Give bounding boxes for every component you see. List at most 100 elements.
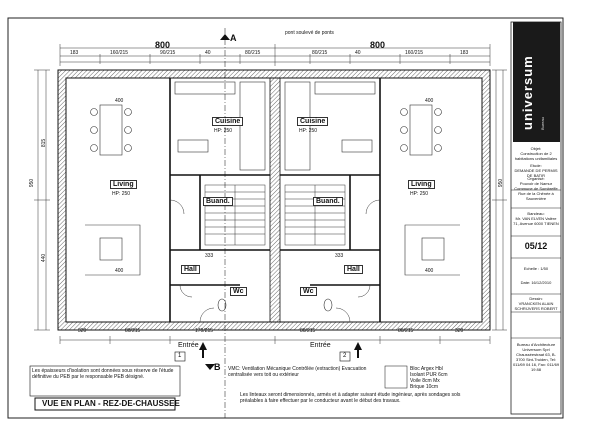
brand-block <box>513 22 560 142</box>
bottom-dim-4: 80/215 <box>300 328 316 334</box>
top-dim-11: 160/215 <box>405 50 424 56</box>
room-hall-right: Hall <box>344 265 363 274</box>
room-living-left: Living <box>110 180 137 189</box>
room-hall-left: Hall <box>181 265 200 274</box>
tb-sheet-number: 05/12 <box>524 241 548 251</box>
entree-unit-2: 2 <box>343 353 347 359</box>
top-dim-3: 90/215 <box>160 50 176 56</box>
tb-organise-label: Organisé: <box>527 176 545 181</box>
tb-verif-value: SCHRIJVERS ROBERT <box>514 306 558 311</box>
tb-etude-label: Etude: <box>530 163 542 168</box>
side-dim-left-3: 440 <box>41 253 48 263</box>
room-buand-right: Buand. <box>313 197 343 206</box>
tb-organise: Organisé: Pouvoir de Namur Commune de So… <box>512 176 560 201</box>
legend-item-4: Brique 10cm <box>410 384 439 390</box>
interior-dim-3: 400 <box>425 98 434 104</box>
top-dim-2: 160/215 <box>110 50 129 56</box>
door-swings <box>169 199 381 323</box>
tb-date: Date: 16/12/2010 <box>520 280 552 285</box>
section-marker-b: B <box>214 362 221 372</box>
note-frame-left <box>29 365 181 397</box>
tb-bandeau: Bandeau: Mr. VAN ELVEN Valère 71, Avenue… <box>512 211 560 226</box>
tb-objet-value: Construction de 2 habitations unifamilia… <box>514 151 558 161</box>
section-line <box>205 28 230 418</box>
kitchen-fittings <box>174 81 376 171</box>
note-vmc: VMC: Ventilation Mécanique Contrôlée (ex… <box>228 366 367 378</box>
legend-item-3: Voile 8cm Mx <box>410 378 440 384</box>
brand-subtitle: Bureau <box>540 117 545 130</box>
section-marker-a: A <box>230 33 237 43</box>
top-dim-12: 183 <box>460 50 469 56</box>
dining-table-left <box>90 104 132 156</box>
side-dim-left-2: 815 <box>41 138 48 148</box>
note-linteaux: Les linteaux seront dimensionnés, armés … <box>240 392 461 404</box>
staircase-left <box>204 184 266 246</box>
tb-office-addr: Chausséestraat 63, B-3700 Sint-Truiden, … <box>512 352 560 372</box>
tb-client: Mr. VAN ELVEN Valère <box>515 216 557 221</box>
wc-fixtures <box>217 298 333 312</box>
tb-organise-value: Pouvoir de Namur Commune de Sombreffe Ru… <box>514 181 558 201</box>
interior-dim-2: 400 <box>115 268 124 274</box>
room-tag-living-left: HP: 250 <box>112 191 131 197</box>
top-dim-5: 80/215 <box>245 50 261 56</box>
tb-objet-label: Objet: <box>530 146 542 151</box>
top-dim-1: 183 <box>70 50 79 56</box>
room-tag-cuisine-left: HP: 250 <box>214 128 233 134</box>
overall-width-right: 800 <box>370 40 386 50</box>
tb-client-addr: 71, Avenue 6000 TIENEN <box>513 221 559 226</box>
entree-label-1: Entrée <box>178 342 199 349</box>
living-furniture <box>85 224 460 276</box>
room-cuisine-left: Cuisine <box>212 117 244 126</box>
brand-logo-text: universum <box>520 55 535 130</box>
drawing-title: VUE EN PLAN - REZ-DE-CHAUSSEE <box>42 399 180 408</box>
bottom-dim-1: 320 <box>78 328 87 334</box>
top-dim-4: 40 <box>205 50 211 56</box>
tb-dessin-value: VRANCKEN ALAIN <box>518 301 554 306</box>
bottom-dimension-lines <box>59 336 491 344</box>
legend-frame <box>384 365 408 389</box>
legend-list: Bloc Argex Hbl Isolant PUR 6cm Voile 8cm… <box>410 366 470 390</box>
tb-dessin: Dessin: VRANCKEN ALAIN SCHRIJVERS ROBERT <box>512 296 560 311</box>
bottom-dim-7: 320 <box>455 328 464 334</box>
side-dim-left: 950 <box>29 178 36 188</box>
sheet-border <box>7 17 564 419</box>
interior-dim-5: 333 <box>205 253 214 259</box>
staircase-right <box>284 184 346 246</box>
tb-dessin-label: Dessin: <box>529 296 543 301</box>
bottom-dim-2: 80/215 <box>125 328 141 334</box>
interior-walls <box>169 78 381 322</box>
legend-item-1: Bloc Argex Hbl <box>410 366 443 372</box>
room-buand-left: Buand. <box>203 197 233 206</box>
title-frame <box>34 397 176 411</box>
bottom-dim-3: 170/215 <box>195 328 214 334</box>
interior-dim-4: 400 <box>425 268 434 274</box>
side-dim-right: 950 <box>498 178 505 188</box>
top-dimension-lines <box>59 44 491 66</box>
entree-unit-1: 1 <box>178 353 182 359</box>
overall-width-left: 800 <box>155 40 171 50</box>
tb-office-name: Bureau d'Architecture Universum Sprl <box>516 342 556 352</box>
exterior-walls <box>57 69 491 331</box>
side-dimension-lines <box>34 69 507 331</box>
tb-echelle: Echelle : 1/50 <box>523 266 549 271</box>
room-wc-left: Wc <box>230 287 247 296</box>
interior-dim-6: 333 <box>335 253 344 259</box>
room-cuisine-right: Cuisine <box>297 117 329 126</box>
entree-label-2: Entrée <box>310 342 331 349</box>
dining-table-right <box>400 104 442 156</box>
tb-objet: Objet: Construction de 2 habitations uni… <box>512 146 560 161</box>
tb-office: Bureau d'Architecture Universum Sprl Cha… <box>512 342 560 372</box>
room-wc-right: Wc <box>300 287 317 296</box>
bottom-dim-6: 80/215 <box>398 328 414 334</box>
legend-item-2: Isolant PUR 6cm <box>410 372 448 378</box>
room-living-right: Living <box>408 180 435 189</box>
top-dim-8: 80/215 <box>312 50 328 56</box>
top-note: pont soulevé de ponts <box>285 30 334 36</box>
entrance-arrows <box>199 342 362 358</box>
tb-etude-value: DEMANDE DE PERMIS DE BATIR <box>514 168 558 178</box>
top-dim-9: 40 <box>355 50 361 56</box>
room-tag-cuisine-right: HP: 250 <box>299 128 318 134</box>
room-tag-living-right: HP: 250 <box>410 191 429 197</box>
note-peb: Les épaisseurs d'isolation sont données … <box>32 368 174 380</box>
